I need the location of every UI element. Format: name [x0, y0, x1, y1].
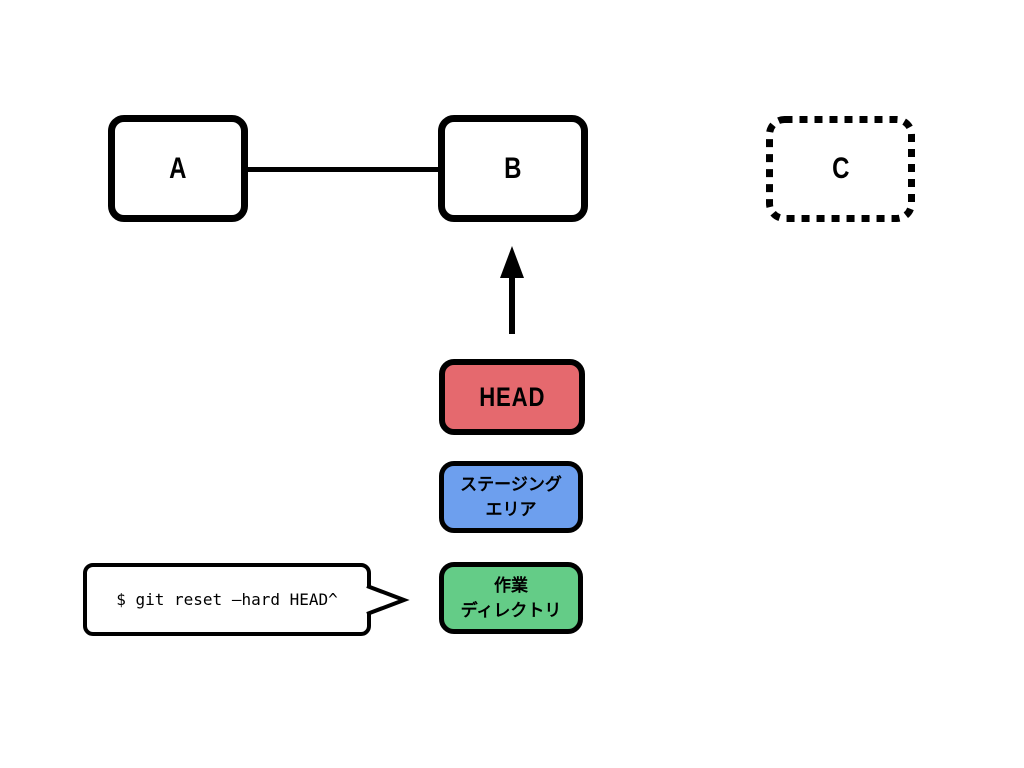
working-directory-badge: 作業 ディレクトリ: [439, 562, 583, 634]
commit-a-label: A: [169, 151, 187, 185]
commit-node-a: A: [108, 115, 248, 222]
git-command-text: $ git reset —hard HEAD^: [116, 590, 338, 609]
commit-node-c-dashed: C: [766, 116, 915, 222]
working-directory-label-line1: 作業: [494, 576, 528, 595]
staging-area-badge: ステージング エリア: [439, 461, 583, 533]
working-directory-label-line2: ディレクトリ: [460, 601, 562, 620]
command-speech-bubble: $ git reset —hard HEAD^: [83, 563, 371, 636]
staging-area-label-line1: ステージング: [460, 475, 562, 494]
staging-area-label-line2: エリア: [485, 500, 537, 519]
commit-c-label: C: [831, 152, 850, 185]
speech-bubble-tail: [366, 584, 410, 616]
head-pointer-badge: HEAD: [439, 359, 585, 435]
commit-edge-a-b: [246, 167, 440, 172]
commit-node-b: B: [438, 115, 588, 222]
head-arrow-icon: [500, 246, 524, 334]
dashed-border: [766, 116, 915, 222]
head-pointer-label: HEAD: [478, 381, 546, 412]
commit-b-label: B: [504, 151, 522, 185]
